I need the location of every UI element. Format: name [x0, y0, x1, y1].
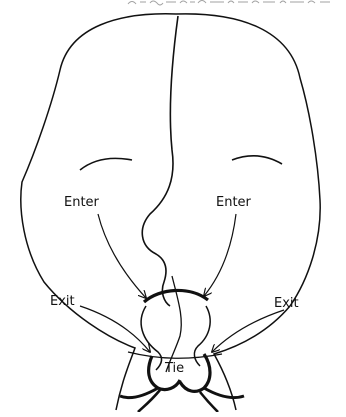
left-eye-closed [80, 158, 132, 170]
cropped-caption [128, 1, 330, 6]
exit-right-label: Exit [274, 296, 299, 311]
thread-end-right [204, 388, 244, 398]
enter-right-arrow [204, 214, 236, 296]
chin-line [128, 352, 222, 358]
center-seam-line [142, 16, 178, 306]
exit-left-label: Exit [50, 294, 75, 309]
tie-label: Tie [164, 361, 184, 376]
right-eye-closed [232, 156, 282, 164]
exit-left-arrow [80, 306, 150, 352]
exit-right-arrow [212, 310, 284, 352]
enter-right-label: Enter [216, 195, 252, 210]
enter-left-label: Enter [64, 195, 100, 210]
head-outline-right [176, 14, 320, 410]
thread-end-left [120, 388, 158, 398]
enter-left-arrow [98, 214, 146, 298]
